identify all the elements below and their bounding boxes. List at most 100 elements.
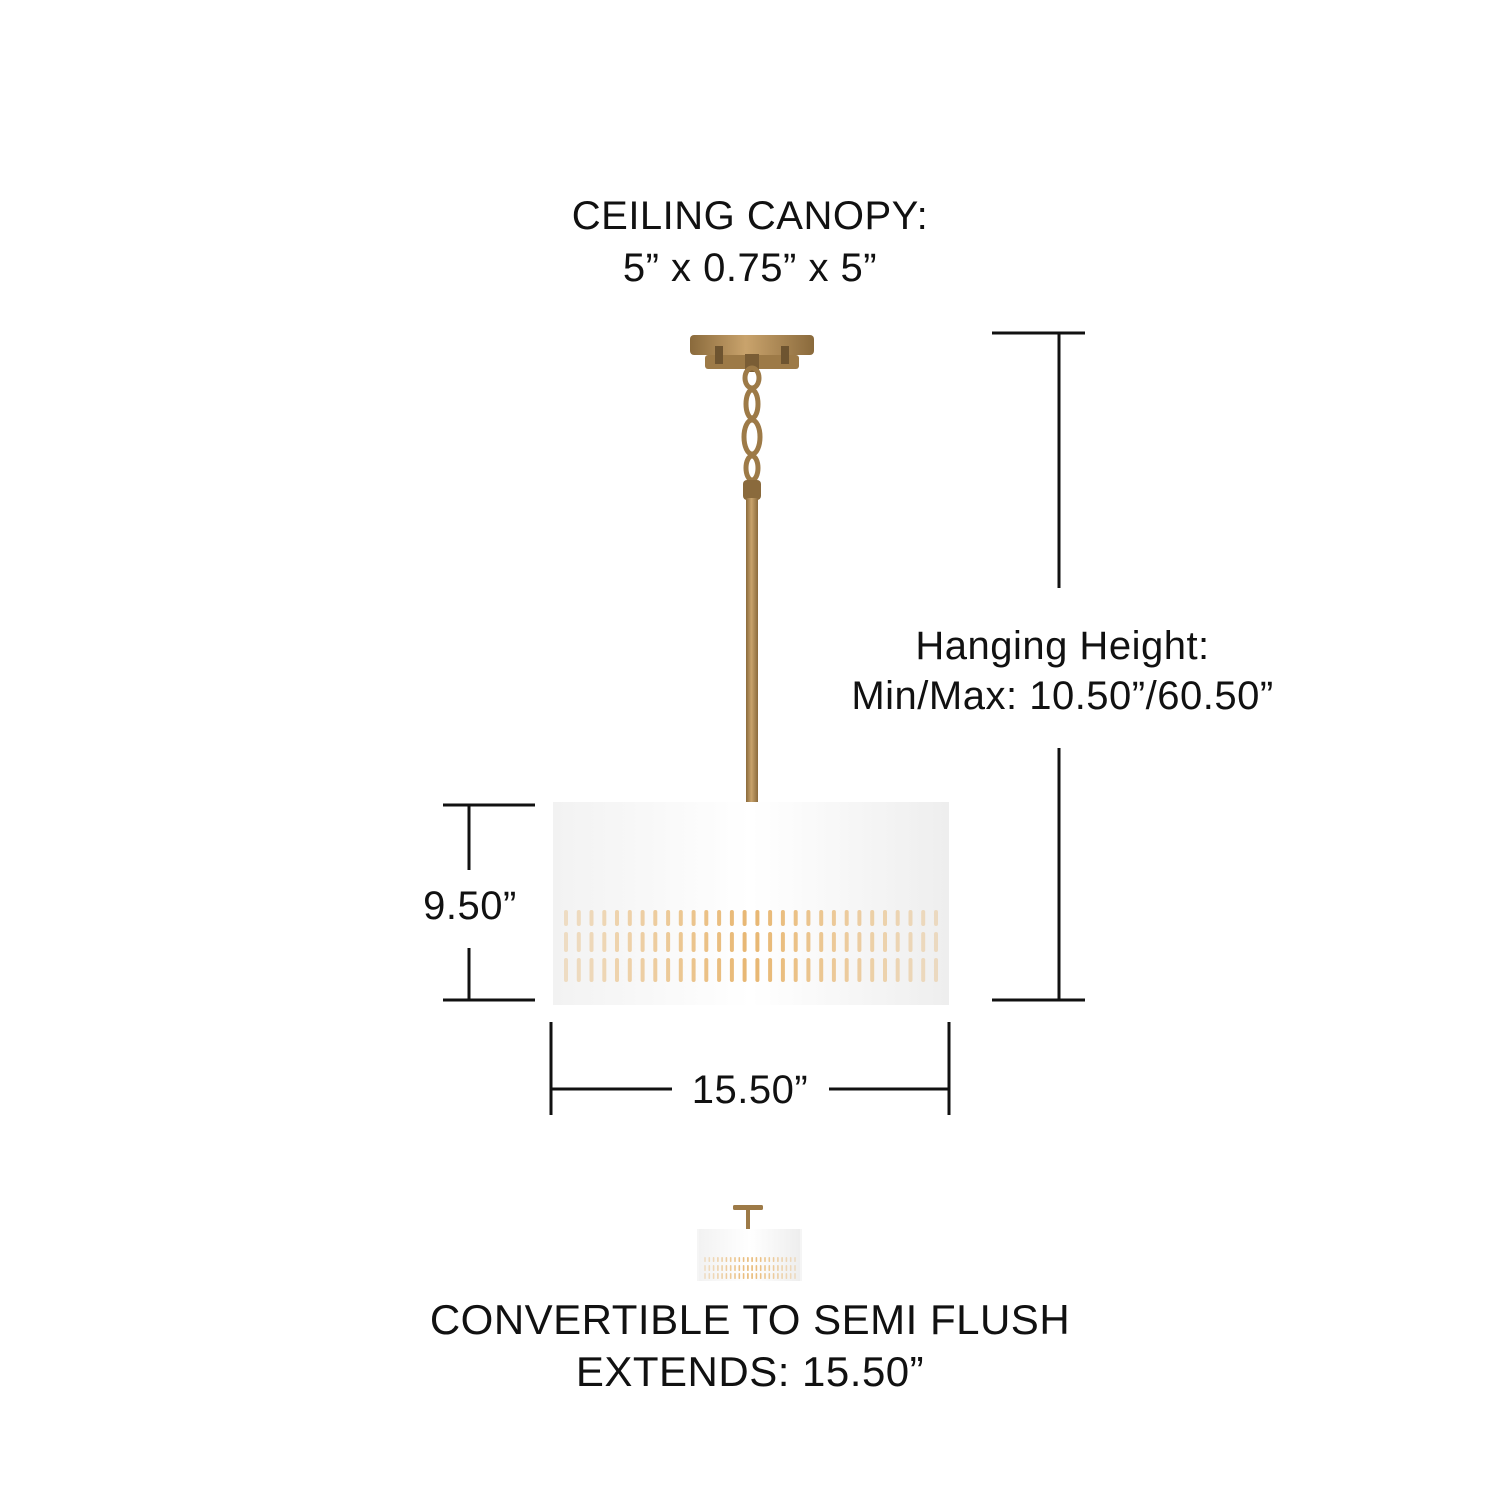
hanging-height-title: Hanging Height: xyxy=(915,624,1210,668)
convertible-note: CONVERTIBLE TO SEMI FLUSH xyxy=(429,1296,1071,1343)
hanging-height-dimension xyxy=(992,331,1085,1002)
drum-shade xyxy=(553,802,949,1005)
stem-rod xyxy=(743,480,761,804)
perforation-slot xyxy=(921,910,926,926)
perforation-slot xyxy=(870,958,875,982)
perforation-slot xyxy=(666,910,671,926)
perforation-slot xyxy=(712,1265,715,1271)
perforation-slot xyxy=(704,958,709,982)
perforation-slot xyxy=(780,932,785,952)
perforation-slot xyxy=(870,910,875,926)
perforation-slot xyxy=(564,958,568,982)
perforation-slot xyxy=(921,958,926,982)
perforation-slot xyxy=(768,932,773,952)
perforation-slot xyxy=(666,958,671,982)
shade-height-dimension xyxy=(443,803,535,1002)
perforation-slot xyxy=(768,910,773,926)
perforation-slot xyxy=(759,1265,762,1271)
perforation-slot xyxy=(602,958,607,982)
perforation-slot xyxy=(640,910,645,926)
perforation-slot xyxy=(704,910,709,926)
perforation-slot xyxy=(747,1265,749,1271)
perforation-slot xyxy=(768,958,773,982)
perforation-slot xyxy=(721,1257,723,1262)
perforation-slot xyxy=(755,1273,758,1279)
perforation-slot xyxy=(844,958,849,982)
perforation-slot xyxy=(870,932,875,952)
perforation-slot xyxy=(589,910,594,926)
perforation-slot xyxy=(729,958,734,982)
perforation-slot xyxy=(819,958,824,982)
perforation-slot xyxy=(691,910,696,926)
perforation-slot xyxy=(704,1273,706,1279)
perforation-slot xyxy=(895,910,900,926)
perforation-slot xyxy=(704,1265,706,1271)
perforation-slot xyxy=(759,1273,762,1279)
perforation-slot xyxy=(764,1257,766,1262)
perforation-slot xyxy=(576,910,581,926)
perforation-slot xyxy=(819,932,824,952)
perforation-slot xyxy=(678,910,683,926)
perforation-slot xyxy=(738,1273,741,1279)
perforation-slot xyxy=(742,1273,745,1279)
extends-note: EXTENDS: 15.50” xyxy=(575,1348,925,1395)
perforation-slot xyxy=(755,958,760,982)
perforation-slot xyxy=(576,932,581,952)
perforation-slot xyxy=(857,932,862,952)
perforation-slot xyxy=(602,932,607,952)
perforation-slot xyxy=(806,910,811,926)
perforation-slot xyxy=(729,1257,732,1262)
perforation-slot xyxy=(806,958,811,982)
perforation-slot xyxy=(738,1265,741,1271)
perforation-slot xyxy=(781,1257,783,1262)
perforation-slot xyxy=(729,1273,732,1279)
perforation-slot xyxy=(717,1265,719,1271)
hanging-height-range: Min/Max: 10.50”/60.50” xyxy=(851,674,1274,718)
perforation-slot xyxy=(627,932,632,952)
perforation-slot xyxy=(678,932,683,952)
perforation-slot xyxy=(751,1257,753,1262)
perforation-slot xyxy=(708,1257,711,1262)
perforation-slot xyxy=(678,958,683,982)
perforation-slot xyxy=(780,958,785,982)
perforation-slot xyxy=(831,910,836,926)
perforation-slot xyxy=(934,932,938,952)
perforation-slot xyxy=(831,932,836,952)
perforation-slot xyxy=(666,932,671,952)
perforation-slot xyxy=(708,1265,711,1271)
perforation-slot xyxy=(895,958,900,982)
perforation-slot xyxy=(615,910,619,926)
semi-flush-thumbnail xyxy=(697,1205,802,1281)
perforation-slot xyxy=(564,932,568,952)
perforation-slot xyxy=(768,1265,771,1271)
perforation-slot xyxy=(712,1257,715,1262)
perforation-slot xyxy=(755,1257,758,1262)
perforation-slot xyxy=(777,1273,779,1279)
shade-width-dimension xyxy=(549,1022,951,1115)
perforation-slot xyxy=(627,910,632,926)
shade-width-label: 15.50” xyxy=(691,1068,809,1112)
perforation-slot xyxy=(615,932,619,952)
perforation-slot xyxy=(806,932,811,952)
perforation-slot xyxy=(742,1257,745,1262)
perforation-slot xyxy=(640,932,645,952)
perforation-slot xyxy=(759,1257,762,1262)
perforation-slot xyxy=(755,1265,758,1271)
perforation-slot xyxy=(725,1273,728,1279)
perforation-slot xyxy=(908,932,913,952)
perforation-slot xyxy=(934,910,938,926)
perforation-slot xyxy=(742,910,747,926)
perforation-slot xyxy=(789,1273,792,1279)
perforation-slot xyxy=(831,958,836,982)
perforation-slot xyxy=(717,1257,719,1262)
perforation-slot xyxy=(772,1257,775,1262)
perforation-slot xyxy=(772,1273,775,1279)
perforation-slot xyxy=(653,958,658,982)
perforation-slot xyxy=(691,932,696,952)
perforation-slot xyxy=(704,932,709,952)
perforation-slot xyxy=(734,1257,736,1262)
perforation-slot xyxy=(751,1265,753,1271)
perforation-slot xyxy=(764,1273,766,1279)
